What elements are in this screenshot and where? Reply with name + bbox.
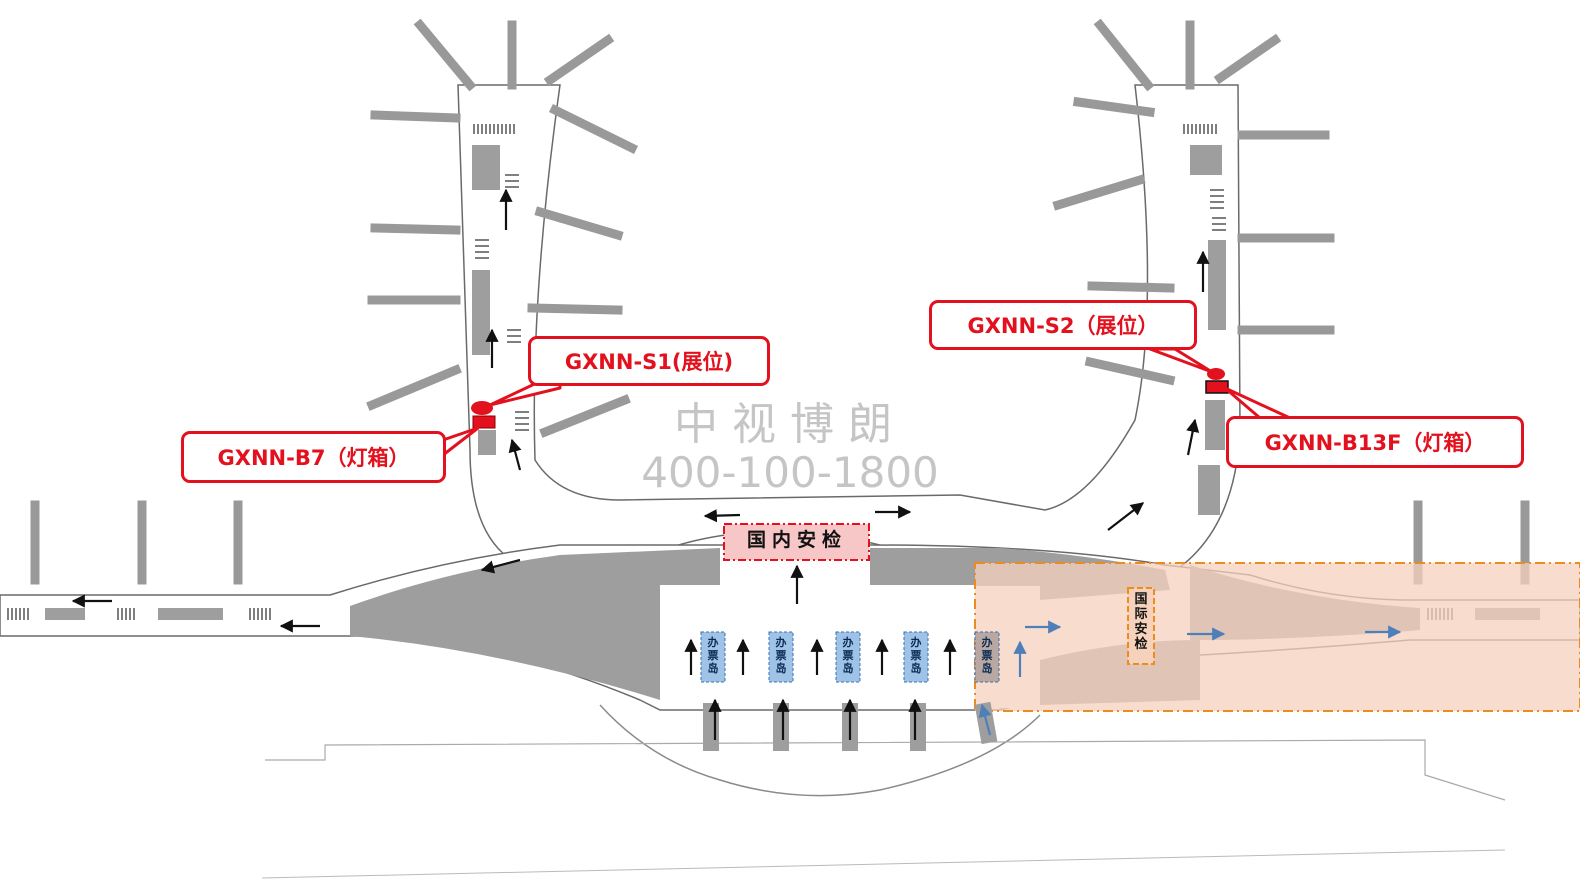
checkin-island-label-2: 办票岛 <box>775 636 787 675</box>
international-security-label: 国际安检 <box>1134 592 1148 652</box>
international-zone <box>974 562 1580 712</box>
domestic-security-zone <box>723 523 870 561</box>
domestic-security-label: 国内安检 <box>746 529 847 551</box>
intl-flow-arrows <box>978 620 1402 736</box>
pier-fixtures <box>45 145 1540 620</box>
international-security-box <box>1127 587 1155 665</box>
checkin-island-label-5: 办票岛 <box>981 636 993 675</box>
ad-markers <box>471 368 1229 429</box>
callout-gxnn-b13f: GXNN-B13F（灯箱） <box>1226 416 1524 468</box>
callout-gxnn-s2: GXNN-S2（展位） <box>929 300 1197 350</box>
checkin-island-label-1: 办票岛 <box>707 636 719 675</box>
jet-bridges <box>30 18 1530 585</box>
watermark-phone: 400-100-1800 <box>641 448 939 497</box>
flow-arrows <box>71 188 1210 740</box>
checkin-island-label-4: 办票岛 <box>910 636 922 675</box>
checkin-islands <box>700 631 1000 683</box>
watermark-company: 中视博朗 <box>674 399 906 450</box>
callout-gxnn-s1: GXNN-S1(展位) <box>528 336 770 386</box>
checkin-island-label-3: 办票岛 <box>842 636 854 675</box>
callout-gxnn-b7: GXNN-B7（灯箱） <box>181 431 446 483</box>
